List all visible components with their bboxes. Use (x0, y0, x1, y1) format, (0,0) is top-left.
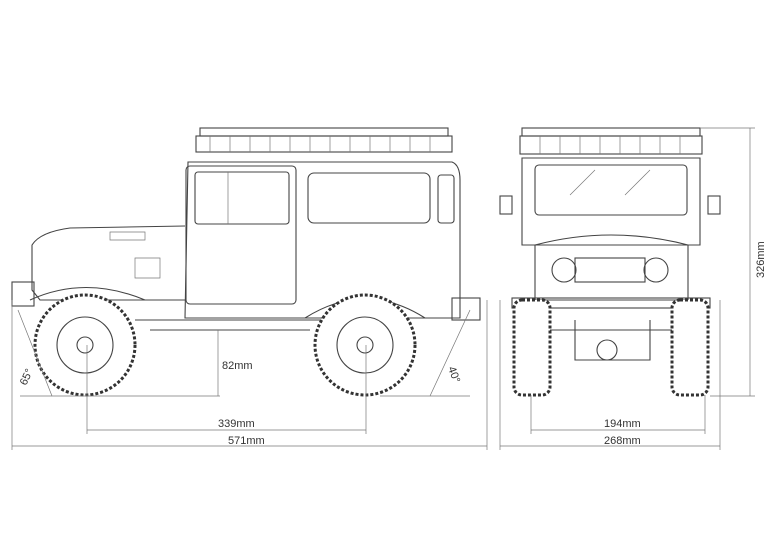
front-cab (521, 157, 701, 246)
roof-rack (195, 127, 453, 153)
hood (31, 225, 186, 301)
front-bumper (511, 297, 711, 309)
headlight-right (643, 257, 669, 283)
length-label: 571mm (228, 435, 265, 447)
rear-window (437, 174, 455, 224)
side-dimension-lines (11, 300, 488, 450)
ground-clearance-label: 82mm (222, 360, 253, 372)
cab-body (184, 161, 461, 319)
front-dimension-lines (499, 127, 755, 450)
front-view (499, 127, 721, 397)
fender-front (29, 286, 146, 301)
approach-angle-label: 65° (18, 367, 36, 387)
door (185, 165, 297, 305)
grille (574, 257, 646, 283)
windshield (534, 164, 688, 216)
mirror-left (499, 195, 513, 215)
front-tire-right (670, 298, 710, 397)
front-roof-rack (519, 127, 703, 155)
front-tire-left (512, 298, 552, 397)
side-view (11, 127, 481, 397)
rear-wheel (313, 293, 417, 397)
mirror-right (707, 195, 721, 215)
wheelbase-label: 339mm (218, 418, 255, 430)
door-window (194, 171, 290, 225)
departure-angle-label: 40° (445, 365, 462, 385)
bumper-front (11, 281, 35, 307)
headlight-left (551, 257, 577, 283)
front-wheel (33, 293, 137, 397)
bumper-rear (451, 297, 481, 321)
front-hood (534, 234, 689, 301)
track-width-label: 194mm (604, 418, 641, 430)
side-window (307, 172, 431, 224)
height-label: 326mm (755, 241, 767, 278)
width-label: 268mm (604, 435, 641, 447)
